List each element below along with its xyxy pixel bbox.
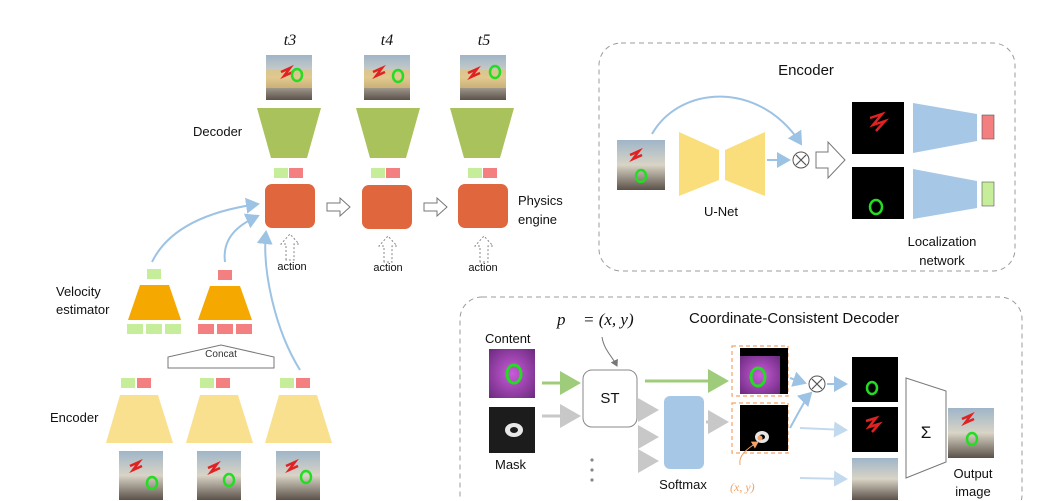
action-arrow-t4	[377, 235, 399, 263]
output-image	[948, 408, 994, 458]
mask-label: Mask	[495, 457, 527, 472]
action-label-t3: action	[277, 261, 307, 273]
output-image-label: Output image	[953, 466, 993, 499]
encoder-left-label: Encoder	[50, 410, 99, 425]
mask-image	[489, 407, 535, 453]
content-label: Content	[485, 331, 531, 346]
localization-net-bottom	[913, 169, 977, 219]
time-label-t4: t4	[380, 32, 394, 49]
curve-arrow-encoder-3	[256, 230, 301, 371]
unet-label: U-Net	[704, 204, 738, 219]
concat-label: Concat	[205, 349, 237, 360]
frame-image-t5	[460, 55, 506, 100]
mask-digit-red	[852, 102, 904, 154]
encoder-image-1	[119, 451, 163, 500]
decoder-trapezoid-t3	[257, 108, 321, 158]
mask-digit-green	[852, 167, 904, 219]
xy-label: (x, y)	[730, 480, 755, 494]
position-equation: p⃗ = (x, y)	[557, 310, 634, 329]
multiply-node-decoder	[808, 375, 826, 393]
decoder-column-t4	[356, 55, 420, 263]
frame-image-t3	[266, 55, 312, 100]
time-label-t3: t3	[283, 32, 297, 49]
decoder-trapezoid-t4	[356, 108, 420, 158]
encoder-image-2	[197, 451, 241, 500]
encoder-input-image	[617, 140, 665, 190]
step-arrow-2	[423, 196, 448, 218]
transformed-mask	[731, 402, 789, 454]
action-label-t4: action	[373, 262, 403, 274]
transformed-content	[731, 345, 789, 397]
ccd-title: Coordinate-Consistent Decoder	[689, 310, 900, 327]
encoder-image-3	[276, 451, 320, 500]
unet-shape	[679, 132, 765, 196]
curve-arrow-velocity-green	[151, 197, 260, 263]
softmax-label: Softmax	[659, 477, 707, 492]
encoder-column-1	[106, 378, 173, 500]
layer-red	[852, 407, 898, 452]
st-block	[582, 369, 638, 428]
action-label-t5: action	[468, 262, 498, 274]
encoder-column-3	[265, 378, 332, 500]
layer-background	[852, 458, 898, 500]
step-arrow-1	[326, 196, 351, 218]
localization-net-top	[913, 103, 977, 153]
content-to-mult-arrow	[789, 371, 807, 387]
physics-engine-label: Physics engine	[518, 193, 563, 227]
curve-arrow-velocity-red	[223, 213, 260, 263]
encoder-panel	[598, 42, 1016, 272]
multiply-node-encoder	[792, 151, 810, 169]
decoder-trapezoid-t5	[450, 108, 514, 158]
velocity-estimator-green	[127, 269, 181, 334]
decoder-column-t3	[257, 55, 321, 261]
concat-bracket	[167, 344, 275, 369]
softmax-block	[664, 396, 704, 469]
physics-block-t3	[265, 184, 315, 228]
encoder-panel-title: Encoder	[778, 62, 834, 79]
localization-network-label: Localization network	[907, 234, 977, 268]
time-label-t5: t5	[477, 32, 491, 49]
p-to-st-arrow	[601, 336, 618, 367]
encoder-column-2	[186, 378, 253, 500]
skip-arrow	[651, 95, 803, 146]
action-arrow-t3	[279, 233, 301, 261]
mult-to-split-arrow	[815, 140, 846, 180]
sum-block	[905, 377, 947, 479]
localization-output-red	[981, 114, 995, 140]
action-arrow-t5	[473, 235, 495, 263]
frame-image-t4	[364, 55, 410, 100]
layer-green	[852, 357, 898, 402]
vertical-ellipsis	[590, 458, 594, 482]
decoder-label: Decoder	[193, 124, 243, 139]
st-label: ST	[600, 390, 620, 407]
mask-to-mult-arrow	[789, 391, 813, 429]
content-image	[489, 349, 535, 398]
sum-label: Σ	[920, 423, 932, 442]
velocity-estimator-label: Velocity estimator	[56, 284, 110, 317]
localization-output-green	[981, 181, 995, 207]
latent-code-red	[289, 168, 303, 178]
xy-pointer	[739, 441, 759, 466]
velocity-estimator-red	[198, 270, 252, 334]
ccd-panel	[459, 296, 1023, 500]
physics-block-t5	[458, 184, 508, 228]
physics-block-t4	[362, 185, 412, 229]
latent-code-green	[274, 168, 288, 178]
decoder-column-t5	[450, 55, 514, 263]
